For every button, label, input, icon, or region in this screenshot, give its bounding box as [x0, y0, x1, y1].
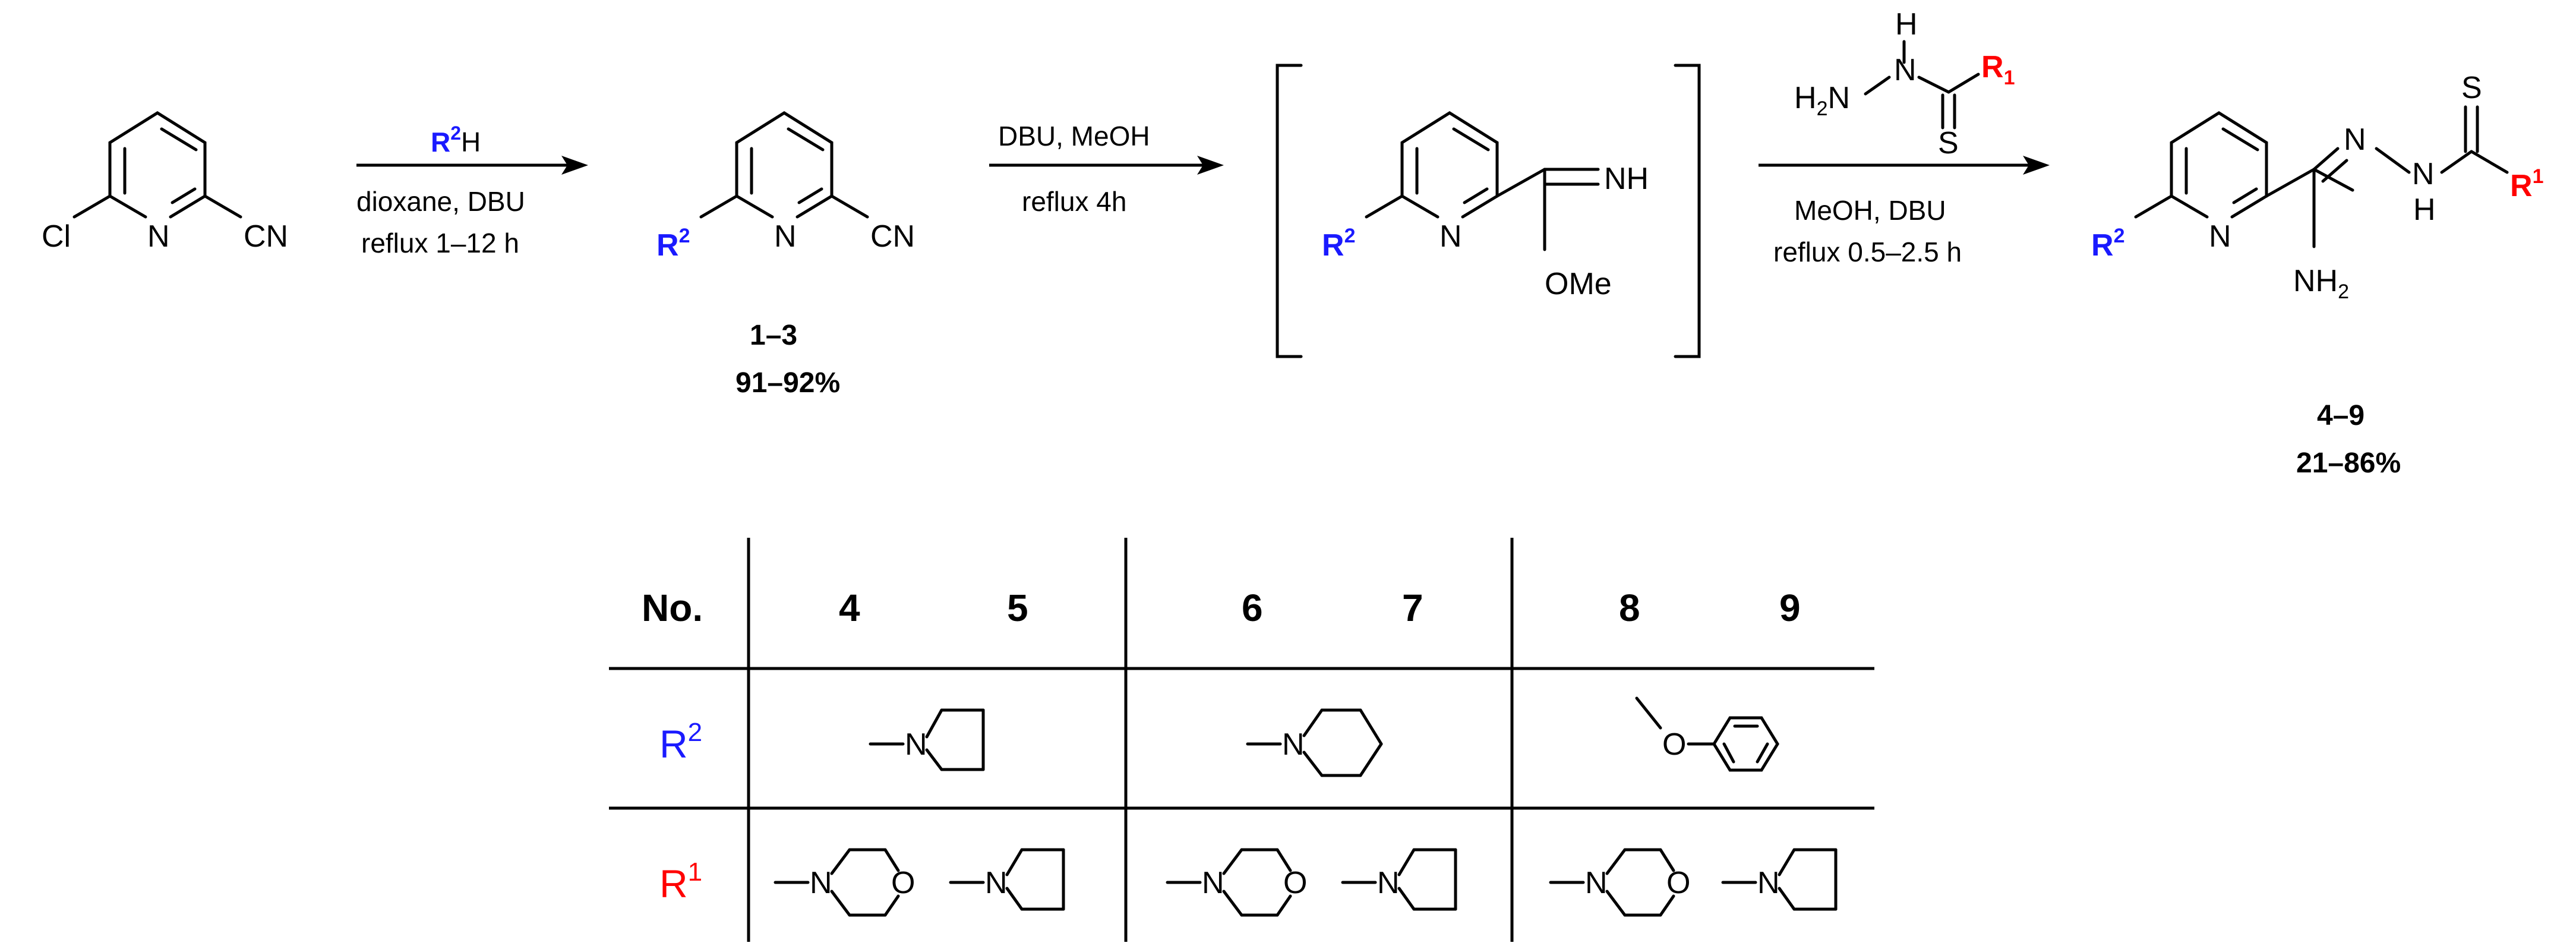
r2-azetidine-n: N — [905, 727, 927, 762]
table-r1-label: R — [659, 862, 688, 906]
svg-text:R1: R1 — [659, 857, 702, 906]
r1-morpholine-n-8: N — [1585, 866, 1608, 900]
table-r1-sup: 1 — [688, 857, 702, 887]
r2-piperidine-structure: N — [1246, 708, 1383, 777]
table-compound-9: 9 — [1779, 586, 1801, 629]
svg-text:R2: R2 — [659, 718, 702, 766]
int1-r2-sup: 2 — [679, 225, 690, 247]
imidate-n-atom: N — [1439, 219, 1462, 254]
int1-yield: 91–92% — [735, 367, 840, 399]
r2-reagent-sup: 2 — [450, 122, 461, 144]
svg-text:R1: R1 — [1981, 50, 2015, 89]
svg-text:R2: R2 — [1322, 225, 1355, 263]
r1-morpholine-n-4: N — [810, 866, 832, 900]
reaction-arrow-1: R2H dioxane, DBU reflux 1–12 h — [356, 122, 588, 258]
int1-cn-group: CN — [870, 219, 915, 254]
svg-text:R2: R2 — [656, 225, 690, 263]
product-amidrazone: R2 N N N H S R1 NH2 4–9 21–86% — [2091, 71, 2543, 479]
product-nh-h: H — [2413, 193, 2436, 227]
imidate-r2-sup: 2 — [1344, 225, 1356, 247]
product-nh2-sub: 2 — [2338, 280, 2349, 303]
r2-azetidine-structure: N — [869, 708, 985, 771]
product-yield: 21–86% — [2296, 447, 2401, 479]
r1-azetidine-n-9: N — [1757, 866, 1780, 900]
table-compound-8: 8 — [1619, 586, 1640, 629]
r1-azetidine-structure-5: N — [949, 848, 1065, 911]
r2-phenoxy-structure: O — [1635, 696, 1779, 772]
svg-text:H2N: H2N — [1794, 81, 1850, 120]
r2-phenoxy-o: O — [1662, 727, 1686, 762]
cl-atom: Cl — [42, 219, 71, 254]
reagent-h2n-n: N — [1827, 81, 1850, 115]
step3-condition-2: reflux 0.5–2.5 h — [1773, 236, 1962, 267]
product-imine-n: N — [2344, 122, 2366, 157]
product-r2-label: R — [2091, 228, 2114, 263]
product-r1-sup: 1 — [2533, 165, 2544, 188]
svg-text:NH2: NH2 — [2293, 264, 2349, 303]
product-thioamide-n: N — [2412, 157, 2435, 191]
step1-condition-1: dioxane, DBU — [356, 186, 525, 217]
step3-condition-1: MeOH, DBU — [1794, 195, 1946, 226]
r2-reagent-label: R — [431, 127, 450, 157]
right-bracket — [1674, 64, 1701, 358]
r1-azetidine-structure-9: N — [1721, 848, 1838, 911]
table-compound-7: 7 — [1402, 586, 1423, 629]
int1-r2-label: R — [656, 228, 679, 263]
int1-n-atom: N — [774, 219, 797, 254]
table-compound-5: 5 — [1007, 586, 1028, 629]
reagent-s-atom: S — [1938, 126, 1959, 160]
product-r1-label: R — [2510, 169, 2533, 203]
product-pyridine-n: N — [2209, 219, 2231, 254]
imidate-intermediate: R2 N NH OMe — [1276, 64, 1701, 358]
r2-reagent-h: H — [461, 127, 481, 157]
substituent-table: No. 4 5 6 7 8 9 R2 R1 N N — [609, 538, 1874, 942]
pyridine-n-atom: N — [147, 219, 170, 254]
r1-azetidine-n-5: N — [985, 866, 1008, 900]
r2-piperidine-n: N — [1282, 727, 1305, 762]
svg-text:R2H: R2H — [431, 122, 481, 157]
imidate-ome: OMe — [1545, 267, 1612, 301]
reagent-r1-sub: 1 — [2004, 67, 2015, 89]
imidate-nh: NH — [1604, 162, 1649, 196]
reagent-h2-sub: 2 — [1817, 97, 1828, 120]
svg-text:R1: R1 — [2510, 165, 2543, 203]
step2-condition-2: reflux 4h — [1022, 186, 1126, 217]
table-header-no: No. — [642, 586, 703, 629]
intermediate-nitrile: R2 N CN 1–3 91–92% — [656, 111, 915, 399]
left-bracket — [1276, 64, 1303, 358]
reagent-r1-label: R — [1981, 50, 2004, 84]
r1-morpholine-n-6: N — [1202, 866, 1224, 900]
step1-condition-2: reflux 1–12 h — [361, 228, 519, 258]
r1-azetidine-n-7: N — [1377, 866, 1400, 900]
int1-number: 1–3 — [750, 320, 797, 351]
product-number: 4–9 — [2317, 400, 2365, 431]
table-compound-6: 6 — [1242, 586, 1263, 629]
table-compound-4: 4 — [839, 586, 860, 629]
imidate-r2-label: R — [1322, 228, 1344, 263]
product-r2-sup: 2 — [2114, 225, 2125, 247]
product-s-atom: S — [2461, 71, 2482, 105]
r1-morpholine-structure-6: N O — [1166, 848, 1307, 917]
table-r2-sup: 2 — [688, 718, 702, 747]
reagent-nh-h: H — [1895, 7, 1918, 42]
r1-azetidine-structure-7: N — [1341, 848, 1457, 911]
r1-morpholine-structure-4: N O — [774, 848, 915, 917]
r1-morpholine-o-4: O — [891, 866, 915, 900]
reagent-h2-h: H — [1794, 81, 1817, 115]
reaction-arrow-3: H H2N N S R1 MeOH, DBU reflux 0.5–2.5 h — [1759, 7, 2050, 267]
cn-group: CN — [244, 219, 288, 254]
table-r2-label: R — [659, 722, 688, 766]
reaction-arrow-2: DBU, MeOH reflux 4h — [989, 121, 1224, 217]
svg-text:R2: R2 — [2091, 225, 2124, 263]
step2-condition-1: DBU, MeOH — [998, 121, 1150, 152]
r1-morpholine-o-6: O — [1283, 866, 1307, 900]
product-nh2-label: NH — [2293, 264, 2338, 298]
r1-morpholine-o-8: O — [1666, 866, 1690, 900]
starting-material: Cl N CN — [42, 111, 288, 254]
r1-morpholine-structure-8: N O — [1549, 848, 1690, 917]
reagent-nh-n: N — [1894, 53, 1917, 87]
